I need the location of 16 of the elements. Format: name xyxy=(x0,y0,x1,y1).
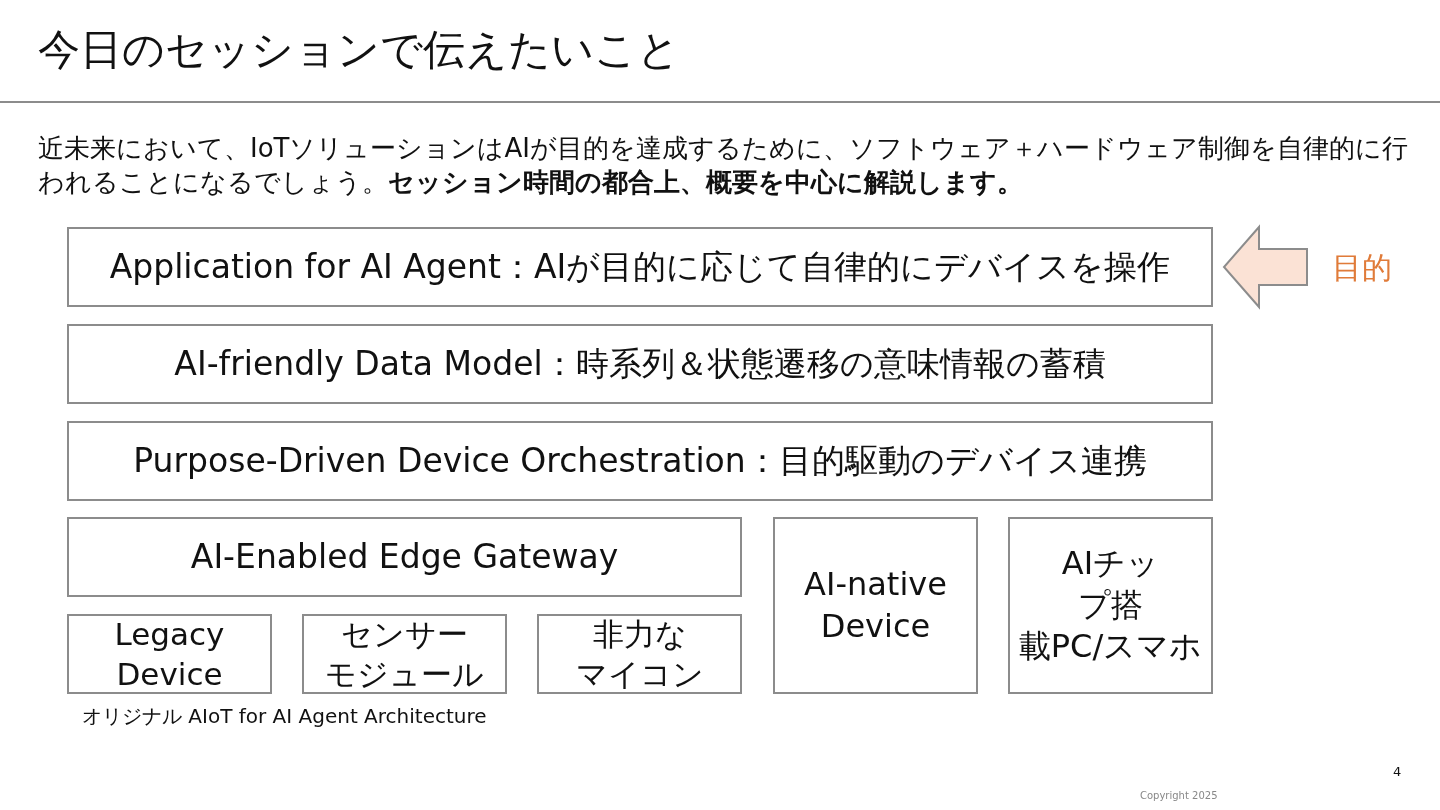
slide-title: 今日のセッションで伝えたいこと xyxy=(38,24,680,76)
device-box: センサーモジュール xyxy=(302,614,507,694)
copyright-notice: Copyright 2025 xyxy=(1140,790,1218,801)
device-box: Legacy Device xyxy=(67,614,272,694)
device-box: AIチップ搭載PC/スマホ xyxy=(1008,517,1213,694)
block-arrow xyxy=(1222,224,1308,310)
layer-box: Application for AI Agent：AIが目的に応じて自律的にデバイスを操作 xyxy=(67,227,1213,307)
layer-box: AI-friendly Data Model：時系列＆状態遷移の意味情報の蓄積 xyxy=(67,324,1213,404)
device-box: 非力なマイコン xyxy=(537,614,742,694)
page-number: 4 xyxy=(1393,764,1402,779)
purpose-text: 目的 xyxy=(1322,244,1402,290)
intro-paragraph: 近未来において、IoTソリューションはAIが目的を達成するために、ソフトウェア＋ハードウェア制御を自律的に行われることになるでしょう。セッション時間の都合上、概要を中心に解説します。 xyxy=(38,132,1409,200)
diagram-caption: オリジナル AIoT for AI Agent Architecture xyxy=(82,703,487,730)
layer-box: Purpose-Driven Device Orchestration：目的駆動のデバイス連携 xyxy=(67,421,1213,501)
layer-box: AI-Enabled Edge Gateway xyxy=(67,517,742,597)
device-box: AI-native Device xyxy=(773,517,978,694)
